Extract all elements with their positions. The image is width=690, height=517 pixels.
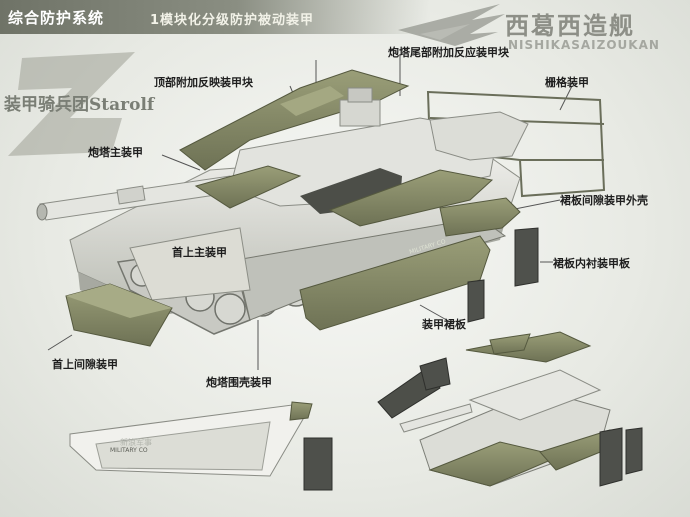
svg-text:MILITARY CO: MILITARY CO: [110, 447, 148, 454]
brand-logo-text: 西葛西造舰: [505, 11, 635, 40]
turret-rear-reactive-armor: [328, 169, 494, 227]
exploded-skirt-section: MILITARY CO 新浪军事: [69, 401, 333, 491]
skirt-spaced-armor-shell: [439, 197, 521, 237]
watermark-text: 装甲骑兵团Starolf: [4, 95, 155, 115]
label-glacis-main-armor: 首上主装甲: [172, 246, 227, 259]
label-skirt-spaced-shell: 裙板间隙装甲外壳: [560, 194, 648, 207]
assembled-tank-preview: [377, 331, 643, 487]
label-top-reactive: 顶部附加反映装甲块: [154, 76, 253, 89]
z-watermark-icon: [8, 52, 135, 156]
label-turret-enclosure-armor: 炮塔围壳装甲: [206, 376, 272, 389]
label-turret-rear-reactive: 炮塔尾部附加反应装甲块: [388, 46, 509, 59]
glacis-main-armor: [129, 227, 251, 301]
label-turret-main-armor: 炮塔主装甲: [88, 146, 143, 159]
label-slat-armor: 栅格装甲: [545, 76, 589, 89]
label-skirt-inner-plate: 裙板内衬装甲板: [553, 257, 630, 270]
label-armor-skirt: 装甲裙板: [422, 318, 466, 331]
turret-main-armor: [194, 165, 302, 209]
glacis-spaced-armor-block: [65, 283, 173, 347]
title-banner: 综合防护系统 1模块化分级防护被动装甲: [0, 0, 430, 34]
label-glacis-spaced-armor: 首上间隙装甲: [52, 358, 118, 371]
brand-logo-subtext: NISHIKASAIZOUKAN: [508, 38, 660, 52]
svg-text:新浪军事: 新浪军事: [120, 437, 152, 447]
skirt-inner-plates: [467, 227, 539, 323]
eagle-logo-icon: [398, 4, 505, 46]
page-title: 综合防护系统: [8, 9, 105, 27]
page-subtitle: 1模块化分级防护被动装甲: [150, 13, 315, 28]
